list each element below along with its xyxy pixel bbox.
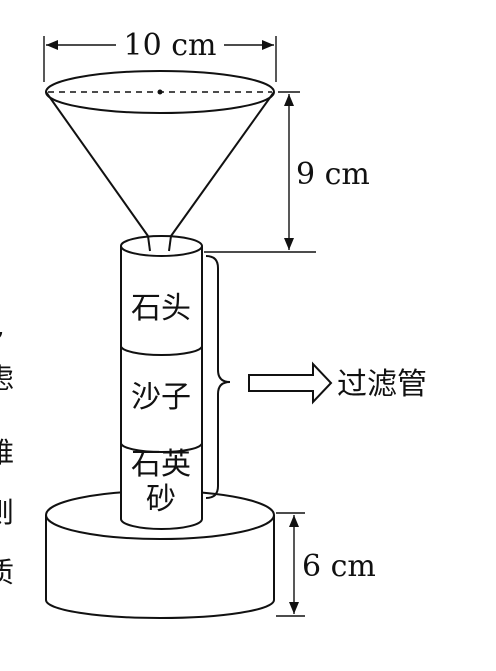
layer-divider-1 [120, 345, 203, 356]
funnel-height-dimension [204, 91, 316, 253]
funnel-center-dot [157, 89, 163, 95]
edge-text-2: 维 [0, 436, 14, 469]
funnel [45, 70, 275, 252]
tube-label-arrow [248, 361, 333, 405]
tube-label: 过滤管 [337, 367, 427, 402]
layer-bottom-label-line1: 石英 [131, 447, 191, 482]
top-width-dimension [43, 36, 277, 82]
layer-top-label: 石头 [131, 291, 191, 326]
edge-text-1: 虑 [0, 362, 14, 395]
layer-bottom-label-line2: 砂 [146, 482, 176, 517]
layer-middle-label: 沙子 [131, 380, 191, 415]
top-width-label: 10 cm [124, 28, 217, 63]
funnel-height-label: 9 cm [296, 157, 370, 192]
base-height-label: 6 cm [302, 549, 376, 584]
edge-text-3: 则 [0, 496, 14, 529]
layer-divider-2 [120, 442, 203, 453]
edge-text-4: 质 [0, 556, 14, 589]
base-height-dimension [276, 512, 305, 617]
tube-brace [205, 255, 231, 499]
filter-tube [120, 235, 203, 530]
edge-text-0: , [0, 309, 5, 342]
